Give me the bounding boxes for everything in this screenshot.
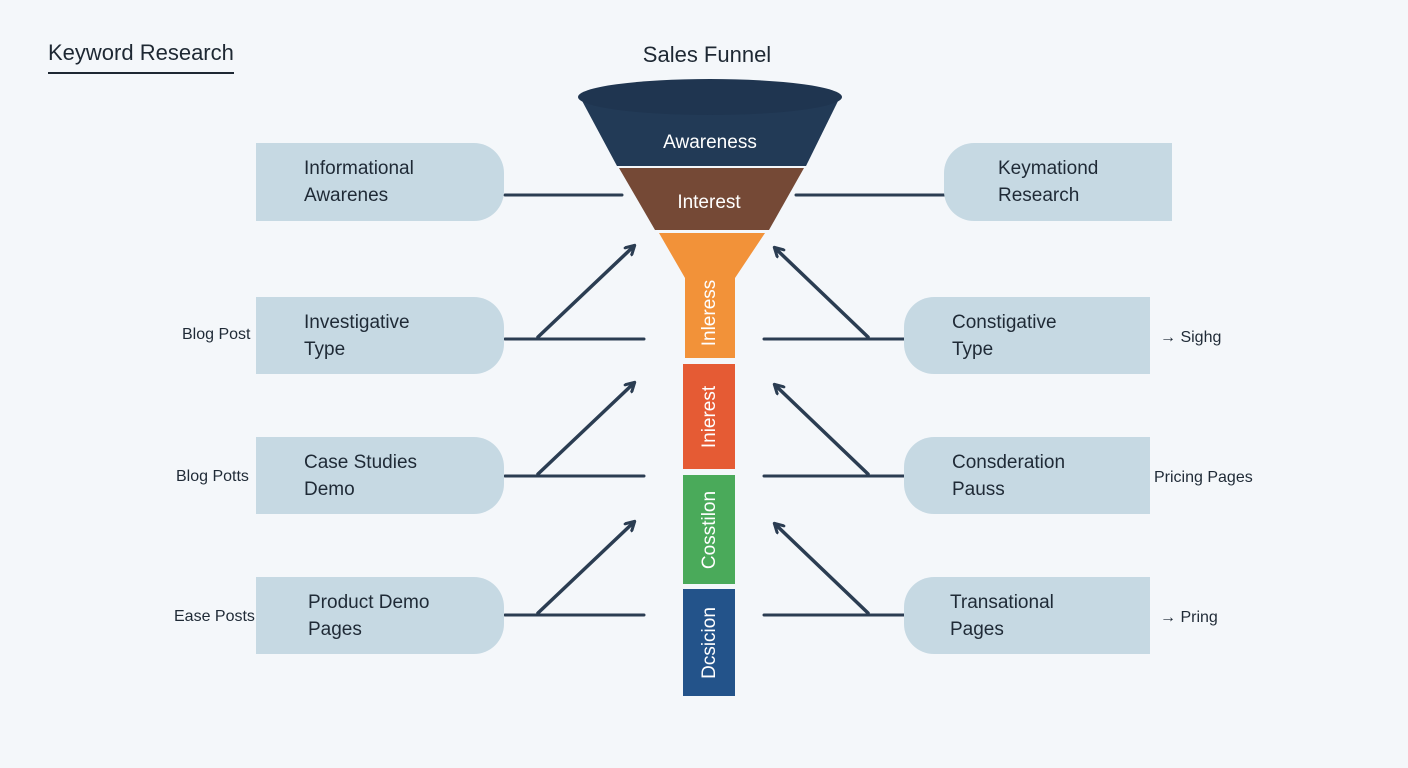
funnel-column-interest (683, 364, 735, 469)
funnel-neck (659, 233, 765, 358)
arrow-right-2 (775, 385, 870, 476)
left-box-case-studies: Case Studies Demo (256, 437, 504, 514)
right-box-consideration: Consderation Pauss (904, 437, 1150, 514)
left-box-informational: Informational Awarenes (256, 143, 504, 221)
arrow-group (536, 246, 870, 615)
left-label-blog-post: Blog Post (182, 326, 251, 343)
funnel-rim (578, 79, 842, 115)
funnel-stage-interest (619, 168, 804, 230)
right-box-2-line1: Constigative (952, 311, 1057, 333)
left-box-1-line1: Informational (304, 158, 414, 179)
stage-label-column-3: Cosstilon (699, 491, 720, 569)
left-label-ease-posts: Ease Posts (174, 608, 255, 625)
left-box-investigative: Investigative Type (256, 297, 504, 374)
stage-label-column-4: Dcsicion (699, 607, 720, 679)
funnel-column-consideration (683, 475, 735, 584)
right-box-3-line1: Consderation (952, 451, 1066, 473)
stage-label-interest: Interest (677, 192, 741, 213)
funnel-stage-awareness (580, 97, 840, 166)
right-box-4-line2: Pages (950, 618, 1004, 640)
left-box-2-line1: Investigative (304, 311, 410, 333)
right-label-pring: → Pring (1160, 609, 1218, 626)
right-box-4-line1: Transational (950, 591, 1054, 613)
arrow-left-1 (536, 246, 634, 339)
left-box-4-line2: Pages (308, 618, 362, 640)
funnel-title: Sales Funnel (642, 42, 772, 67)
left-label-blog-potts: Blog Potts (176, 468, 249, 485)
left-box-3-line2: Demo (304, 478, 355, 500)
right-label-sighg: → Sighg (1160, 329, 1222, 346)
right-box-1-line2: Research (998, 185, 1080, 206)
stage-label-column-2: Inierest (699, 385, 720, 448)
left-box-product-demo: Product Demo Pages (256, 577, 504, 654)
left-box-2-line2: Type (304, 338, 346, 360)
right-box-3-line2: Pauss (952, 478, 1005, 500)
arrow-right-1 (775, 248, 870, 339)
right-label-pricing-pages: Pricing Pages (1154, 469, 1253, 486)
funnel-column-decision (683, 589, 735, 696)
left-box-3-line1: Case Studies (304, 451, 418, 473)
arrow-left-3 (536, 522, 634, 615)
right-box-keyword-research: Keymationd Research (944, 143, 1172, 221)
arrow-left-2 (536, 383, 634, 476)
arrow-right-3 (775, 524, 870, 615)
page-title: Keyword Research (48, 40, 234, 74)
right-box-1-line1: Keymationd (998, 158, 1099, 179)
left-box-1-line2: Awarenes (304, 185, 389, 206)
right-box-transational: Transational Pages (904, 577, 1150, 654)
stage-label-awareness: Awareness (663, 132, 757, 153)
right-box-2-line2: Type (952, 338, 994, 360)
stage-label-column-1: Inleress (699, 280, 720, 347)
left-box-4-line1: Product Demo (308, 591, 430, 613)
right-box-constigative: Constigative Type (904, 297, 1150, 374)
connector-lines (503, 193, 947, 617)
